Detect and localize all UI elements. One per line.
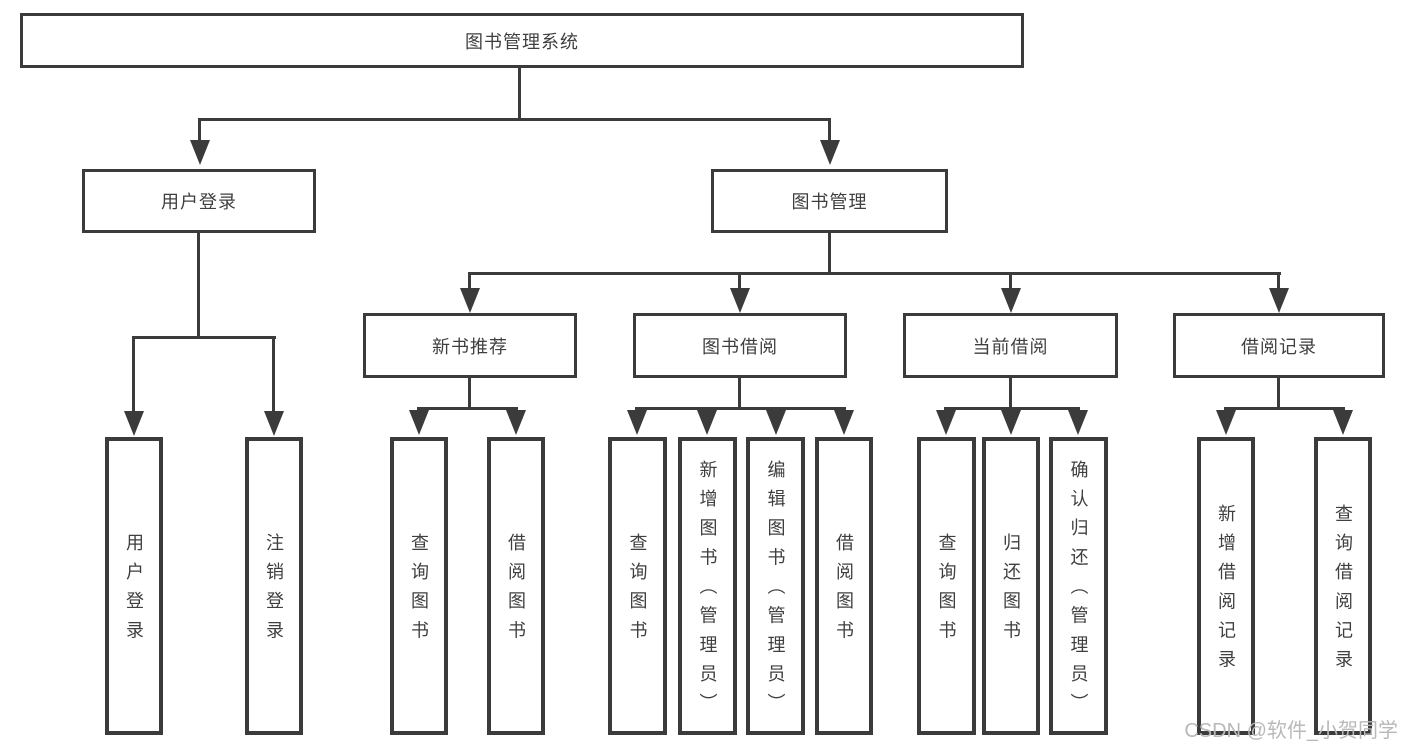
arrowhead-to-borrowing-records [1269, 288, 1289, 313]
leaf-current-confirm-return-admin: 确认归还（管理员） [1049, 437, 1108, 735]
arrowhead-to-borrowing-add-books [697, 410, 717, 435]
leaf-recommend-borrow-books-label: 借阅图书 [506, 533, 526, 650]
arrowhead-to-current-confirm-return [1068, 410, 1088, 435]
arrowhead-to-leaf-logout [264, 411, 284, 436]
connector-drop-book-borrowing [738, 272, 741, 288]
connector-new-book-rail [417, 407, 518, 410]
leaf-recommend-query-books: 查询图书 [390, 437, 448, 735]
leaf-recommend-query-books-label: 查询图书 [409, 533, 429, 650]
arrowhead-to-current-query-books [936, 410, 956, 435]
node-current-borrowing: 当前借阅 [903, 313, 1118, 378]
node-library-management-system-label: 图书管理系统 [465, 31, 579, 52]
leaf-borrowing-edit-books-admin-label: 编辑图书（管理员） [765, 460, 786, 723]
arrowhead-to-borrowing-query-books [627, 410, 647, 435]
arrowhead-to-recommend-query-books [409, 410, 429, 435]
node-book-borrowing: 图书借阅 [633, 313, 847, 378]
connector-root-rail [198, 118, 831, 121]
node-library-management-system: 图书管理系统 [20, 13, 1024, 68]
arrowhead-to-current-borrowing [1001, 288, 1021, 313]
connector-book-borrowing-rail [635, 407, 846, 410]
arrowhead-to-recommend-borrow-books [506, 410, 526, 435]
leaf-logout-label: 注销登录 [264, 533, 284, 650]
arrowhead-to-user-login [190, 140, 210, 165]
leaf-records-query-record-label: 查询借阅记录 [1333, 504, 1353, 680]
leaf-recommend-borrow-books: 借阅图书 [487, 437, 545, 735]
node-new-book-recommend: 新书推荐 [363, 313, 577, 378]
connector-root-stem [518, 68, 521, 118]
arrowhead-to-records-query-record [1333, 410, 1353, 435]
node-user-login-label: 用户登录 [161, 192, 237, 212]
node-borrowing-records-label: 借阅记录 [1241, 336, 1317, 357]
arrowhead-to-new-book-recommend [460, 288, 480, 313]
connector-new-book-stem [468, 378, 471, 407]
connector-user-login-rail [132, 336, 276, 339]
connector-user-login-stem [197, 233, 200, 336]
connector-root-drop-right [828, 118, 831, 140]
leaf-borrowing-add-books-admin: 新增图书（管理员） [678, 437, 737, 735]
arrowhead-to-current-return-books [1001, 410, 1021, 435]
leaf-borrowing-borrow-books-label: 借阅图书 [834, 533, 854, 650]
node-book-borrowing-label: 图书借阅 [702, 336, 778, 357]
connector-book-management-stem [828, 233, 831, 272]
leaf-borrowing-edit-books-admin: 编辑图书（管理员） [746, 437, 805, 735]
node-book-management-label: 图书管理 [791, 192, 868, 212]
leaf-logout: 注销登录 [245, 437, 303, 735]
leaf-current-query-books-label: 查询图书 [936, 533, 957, 650]
arrowhead-to-borrowing-edit-books [766, 410, 786, 435]
leaf-current-confirm-return-admin-label: 确认归还（管理员） [1068, 460, 1089, 723]
connector-borrowing-records-stem [1277, 378, 1280, 407]
leaf-borrowing-borrow-books: 借阅图书 [815, 437, 873, 735]
arrowhead-to-leaf-user-login [124, 411, 144, 436]
connector-drop-borrowing-records [1277, 272, 1280, 288]
arrowhead-to-book-borrowing [730, 288, 750, 313]
leaf-user-login-label: 用户登录 [124, 533, 144, 650]
leaf-current-return-books-label: 归还图书 [1001, 533, 1021, 650]
leaf-borrowing-query-books-label: 查询图书 [627, 533, 648, 650]
connector-user-login-drop-left [132, 336, 135, 411]
leaf-current-query-books: 查询图书 [917, 437, 976, 735]
connector-drop-current-borrowing [1009, 272, 1012, 288]
leaf-borrowing-query-books: 查询图书 [608, 437, 667, 735]
connector-borrowing-records-rail [1224, 407, 1345, 410]
node-user-login: 用户登录 [82, 169, 316, 233]
csdn-watermark: CSDN @软件_小贺同学 [1184, 720, 1398, 742]
arrowhead-to-book-management [820, 140, 840, 165]
leaf-records-add-record-label: 新增借阅记录 [1216, 504, 1236, 680]
arrowhead-to-records-add-record [1216, 410, 1236, 435]
node-new-book-recommend-label: 新书推荐 [432, 336, 508, 357]
connector-user-login-drop-right [272, 336, 275, 411]
leaf-user-login: 用户登录 [105, 437, 163, 735]
leaf-current-return-books: 归还图书 [982, 437, 1040, 735]
node-book-management: 图书管理 [711, 169, 948, 233]
connector-drop-new-books [468, 272, 471, 288]
connector-book-management-rail [468, 272, 1281, 275]
connector-current-borrowing-stem [1009, 378, 1012, 407]
node-current-borrowing-label: 当前借阅 [972, 336, 1049, 357]
leaf-records-add-record: 新增借阅记录 [1197, 437, 1255, 735]
leaf-records-query-record: 查询借阅记录 [1314, 437, 1372, 735]
leaf-borrowing-add-books-admin-label: 新增图书（管理员） [697, 460, 718, 723]
connector-current-borrowing-rail [944, 407, 1080, 410]
node-borrowing-records: 借阅记录 [1173, 313, 1385, 378]
connector-root-drop-left [198, 118, 201, 140]
connector-book-borrowing-stem [738, 378, 741, 407]
arrowhead-to-borrowing-borrow-books [834, 410, 854, 435]
